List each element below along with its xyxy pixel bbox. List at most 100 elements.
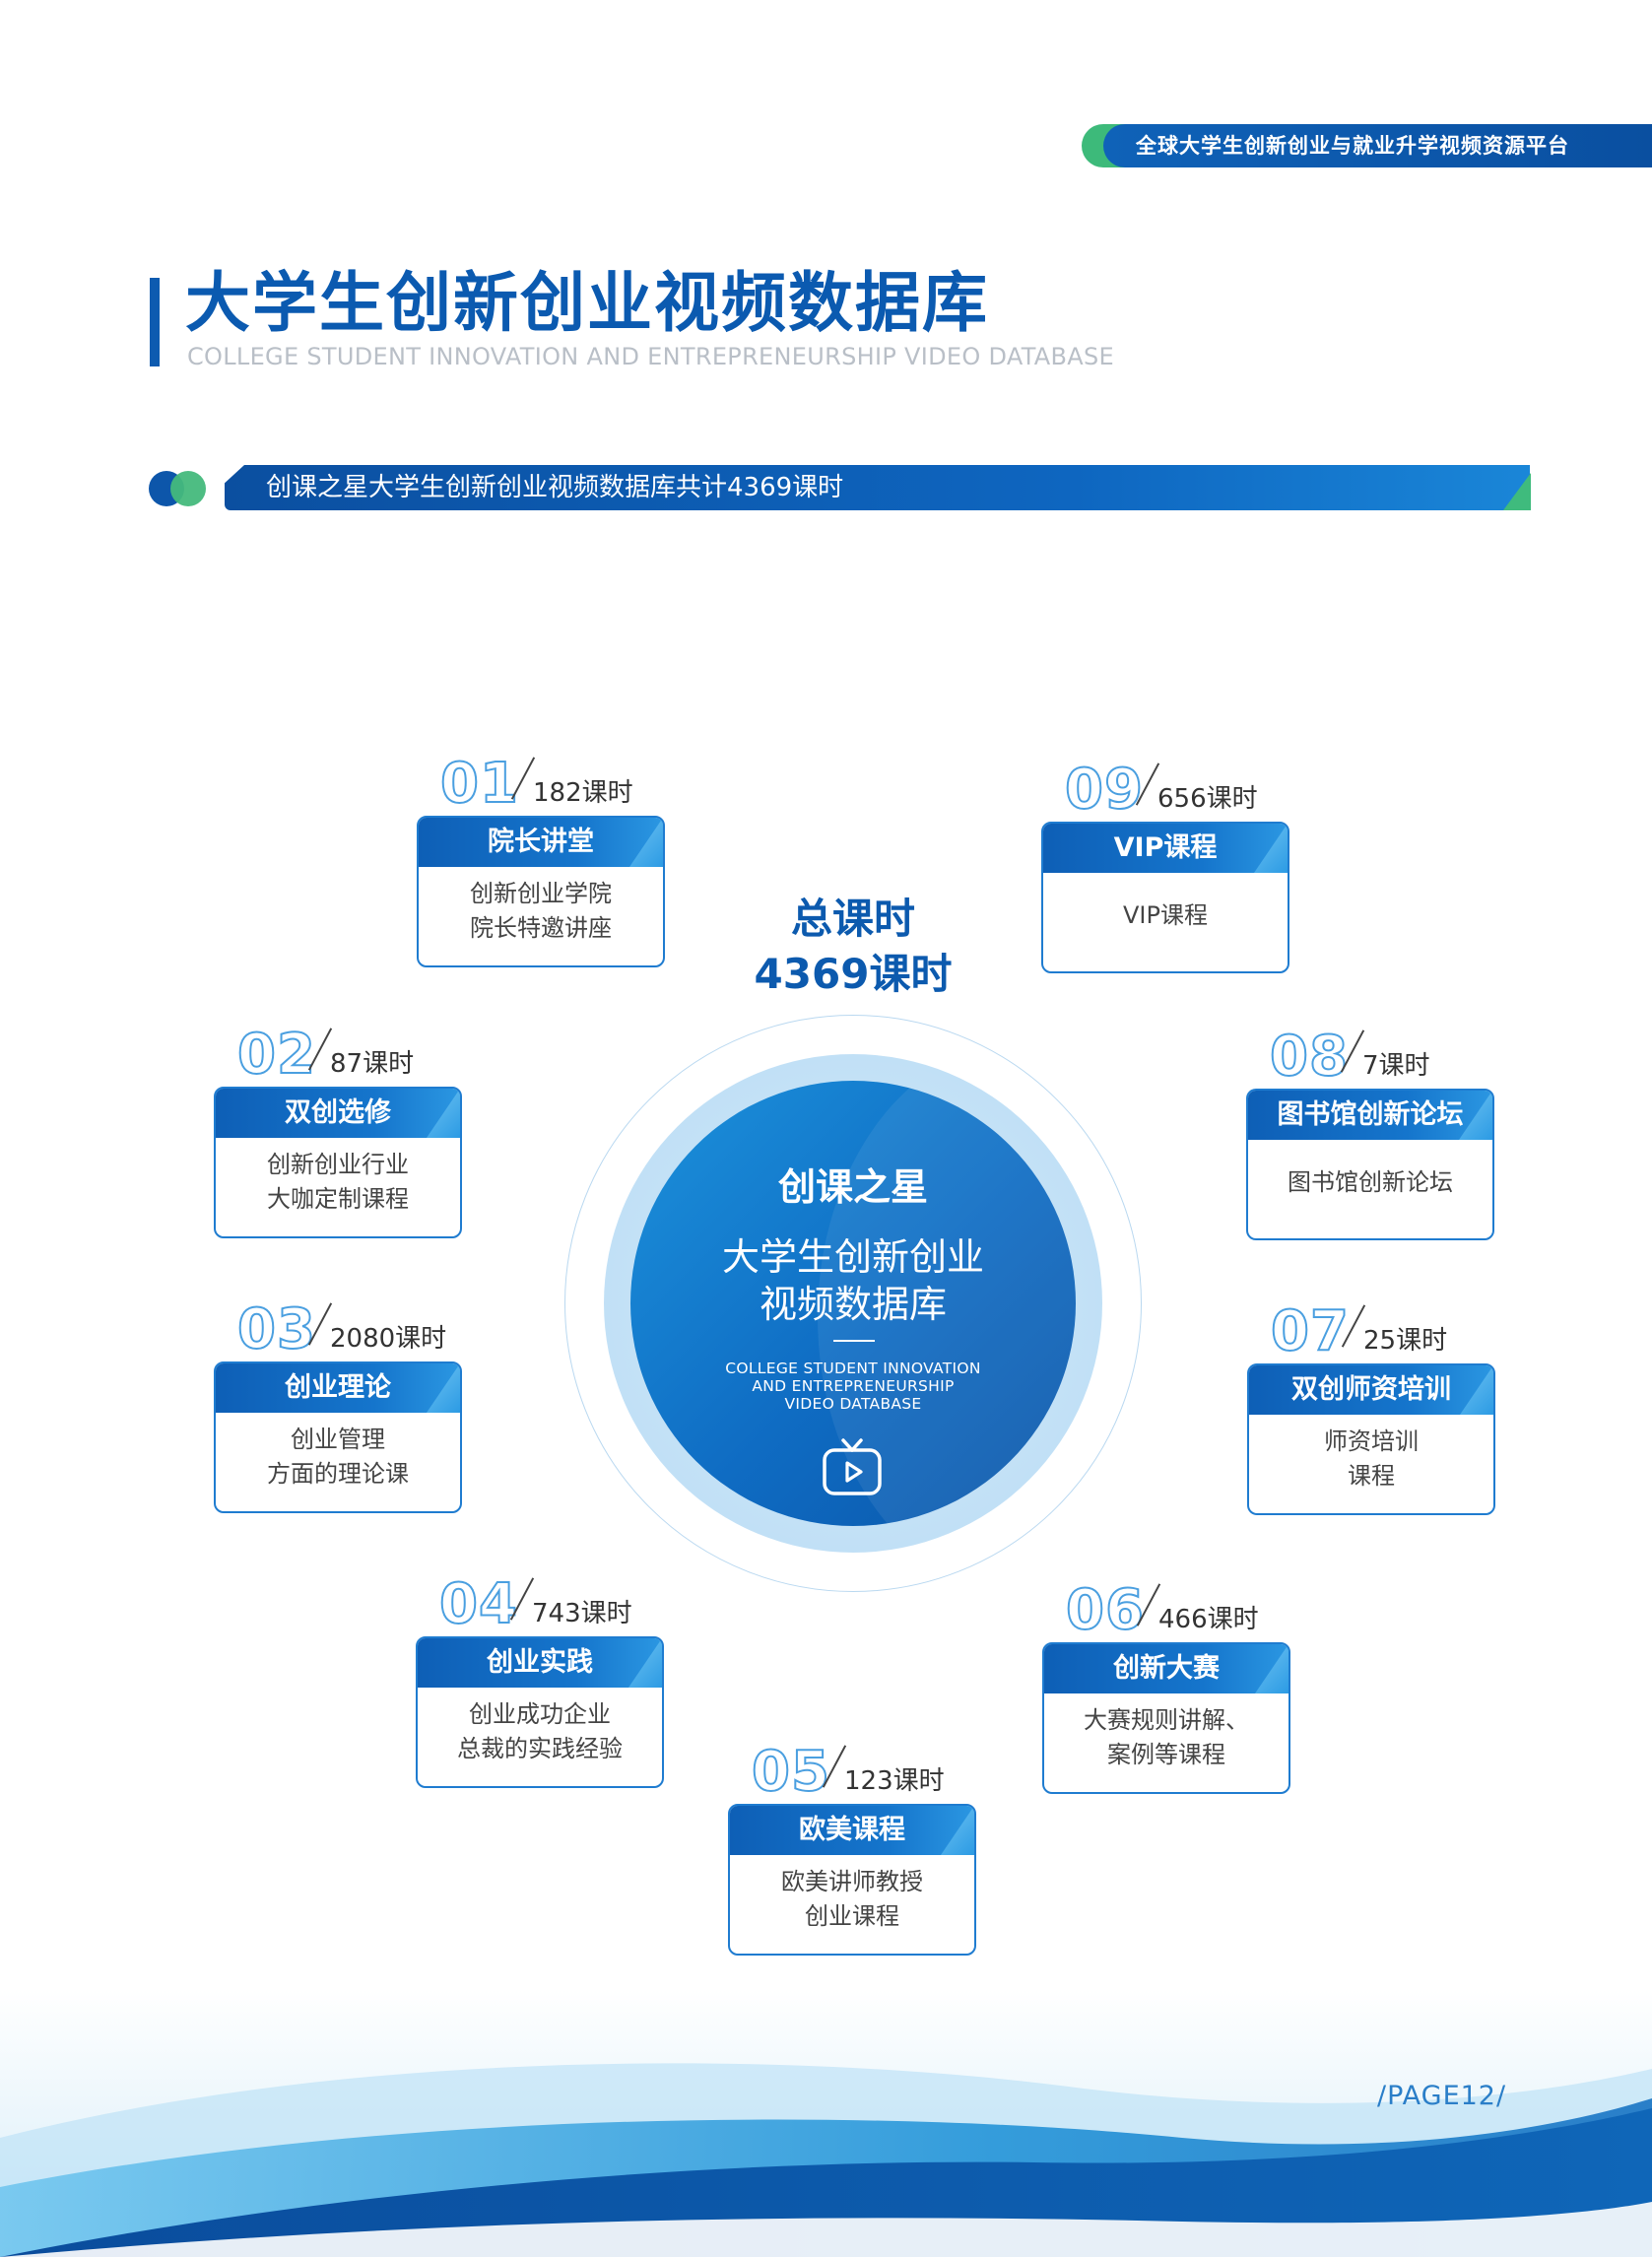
platform-banner-text: 全球大学生创新创业与就业升学视频资源平台 (1136, 134, 1569, 158)
module-title: 双创选修 (285, 1097, 391, 1128)
module-description: 图书馆创新论坛 (1248, 1165, 1492, 1200)
module-hours: 25课时 (1363, 1326, 1448, 1356)
module-card-frame: 双创师资培训师资培训课程 (1247, 1363, 1495, 1515)
module-number: 05 (751, 1740, 830, 1804)
module-hours: 2080课时 (330, 1324, 447, 1354)
module-description-line1: 创新创业行业 (267, 1151, 409, 1178)
module-card-frame: 图书馆创新论坛图书馆创新论坛 (1246, 1089, 1494, 1240)
module-card-header: 欧美课程 (730, 1806, 974, 1855)
module-card-frame: 创业理论创业管理方面的理论课 (214, 1361, 462, 1513)
module-hours: 123课时 (844, 1766, 945, 1796)
page-number: /PAGE12/ (1377, 2081, 1507, 2111)
module-number: 09 (1064, 758, 1144, 822)
module-description: 创业管理方面的理论课 (216, 1423, 460, 1492)
module-description-line2: 大咖定制课程 (267, 1185, 409, 1213)
module-card-header: 双创师资培训 (1249, 1365, 1493, 1415)
ribbon-dot-green (170, 471, 206, 506)
module-title: VIP课程 (1113, 832, 1218, 863)
module-hours: 466课时 (1158, 1605, 1259, 1634)
module-description-line2: 案例等课程 (1107, 1741, 1225, 1768)
module-card-frame: VIP课程 VIP课程 (1041, 822, 1289, 973)
module-card: 图书馆创新论坛图书馆创新论坛 (1246, 1089, 1494, 1240)
page-title-english: COLLEGE STUDENT INNOVATION AND ENTREPREN… (187, 343, 1114, 370)
module-description-line1: 师资培训 (1324, 1427, 1419, 1455)
module-description-line1: 创业成功企业 (469, 1700, 611, 1728)
center-divider (833, 1340, 875, 1342)
module-description-line1: VIP课程 (1123, 901, 1208, 929)
title-accent-bar (150, 278, 160, 366)
module-title: 欧美课程 (799, 1815, 905, 1845)
module-description-line2: 创业课程 (805, 1902, 899, 1930)
module-title: 创新大赛 (1113, 1653, 1220, 1684)
module-number: 01 (439, 752, 519, 816)
module-number: 08 (1269, 1025, 1349, 1089)
subtitle-text: 创课之星大学生创新创业视频数据库共计4369课时 (266, 473, 844, 502)
center-title-line2: 视频数据库 (759, 1283, 947, 1326)
center-title-line1: 大学生创新创业 (721, 1235, 984, 1279)
center-english-line3: VIDEO DATABASE (784, 1395, 922, 1413)
module-card: 欧美课程欧美讲师教授创业课程 (728, 1804, 976, 1956)
module-title: 双创师资培训 (1291, 1374, 1451, 1405)
module-card-frame: 院长讲堂创新创业学院院长特邀讲座 (417, 816, 665, 967)
module-card: 创业实践创业成功企业总裁的实践经验 (416, 1636, 664, 1788)
module-card-header: 双创选修 (216, 1089, 460, 1138)
module-description-line2: 院长特邀讲座 (470, 914, 612, 942)
module-card-frame: 欧美课程欧美讲师教授创业课程 (728, 1804, 976, 1956)
module-description: 创新创业行业大咖定制课程 (216, 1148, 460, 1217)
module-description-line1: 欧美讲师教授 (781, 1868, 923, 1895)
module-card-frame: 双创选修创新创业行业大咖定制课程 (214, 1087, 462, 1238)
module-card: 创业理论创业管理方面的理论课 (214, 1361, 462, 1513)
module-description-line1: 图书馆创新论坛 (1288, 1168, 1453, 1196)
module-description: 创业成功企业总裁的实践经验 (418, 1697, 662, 1766)
module-title: 院长讲堂 (488, 827, 594, 857)
module-description-line2: 方面的理论课 (267, 1460, 409, 1488)
module-number: 02 (236, 1023, 316, 1087)
module-number: 06 (1065, 1578, 1145, 1642)
module-card: 院长讲堂创新创业学院院长特邀讲座 (417, 816, 665, 967)
module-description-line2: 课程 (1348, 1462, 1395, 1490)
module-card-frame: 创业实践创业成功企业总裁的实践经验 (416, 1636, 664, 1788)
module-hours: 87课时 (330, 1049, 415, 1079)
module-number: 04 (438, 1572, 518, 1636)
module-description-line1: 创新创业学院 (470, 880, 612, 907)
module-card-header: 院长讲堂 (419, 818, 663, 867)
module-description-line1: 大赛规则讲解、 (1084, 1706, 1249, 1734)
module-card: 双创师资培训师资培训课程 (1247, 1363, 1495, 1515)
module-description: VIP课程 (1043, 898, 1288, 933)
module-hours: 7课时 (1362, 1051, 1430, 1081)
module-card-header: 创新大赛 (1044, 1644, 1289, 1693)
module-description: 欧美讲师教授创业课程 (730, 1865, 974, 1934)
tv-play-icon (823, 1438, 882, 1495)
module-card-header: VIP课程 (1043, 824, 1288, 873)
module-description: 创新创业学院院长特邀讲座 (419, 877, 663, 946)
module-card-header: 创业实践 (418, 1638, 662, 1688)
module-description-line2: 总裁的实践经验 (457, 1735, 623, 1762)
total-hours-value: 4369课时 (754, 950, 953, 998)
module-description: 大赛规则讲解、案例等课程 (1044, 1703, 1289, 1772)
total-hours-label: 总课时 (790, 895, 915, 943)
platform-banner: 全球大学生创新创业与就业升学视频资源平台 (1082, 124, 1652, 167)
module-title: 创业理论 (285, 1372, 391, 1403)
module-description: 师资培训课程 (1249, 1425, 1493, 1494)
module-card-header: 图书馆创新论坛 (1248, 1091, 1492, 1140)
module-card: VIP课程 VIP课程 (1041, 822, 1289, 973)
module-title: 图书馆创新论坛 (1277, 1099, 1464, 1130)
module-card: 双创选修创新创业行业大咖定制课程 (214, 1087, 462, 1238)
footer-waves (0, 1990, 1652, 2257)
module-number: 07 (1270, 1299, 1350, 1363)
module-card-header: 创业理论 (216, 1363, 460, 1413)
module-description-line1: 创业管理 (291, 1426, 385, 1453)
module-title: 创业实践 (487, 1647, 593, 1678)
page-title: 大学生创新创业视频数据库 (185, 265, 989, 341)
subtitle-ribbon (225, 465, 1530, 510)
module-card: 创新大赛大赛规则讲解、案例等课程 (1042, 1642, 1290, 1794)
module-hours: 182课时 (533, 778, 633, 808)
module-hours: 656课时 (1157, 784, 1258, 814)
center-english-line1: COLLEGE STUDENT INNOVATION (725, 1360, 981, 1377)
center-english-line2: AND ENTREPRENEURSHIP (752, 1377, 955, 1395)
center-brand: 创课之星 (777, 1165, 928, 1209)
center-english: COLLEGE STUDENT INNOVATION AND ENTREPREN… (690, 1360, 1017, 1413)
module-number: 03 (236, 1297, 316, 1361)
module-hours: 743课时 (532, 1599, 632, 1628)
module-card-frame: 创新大赛大赛规则讲解、案例等课程 (1042, 1642, 1290, 1794)
